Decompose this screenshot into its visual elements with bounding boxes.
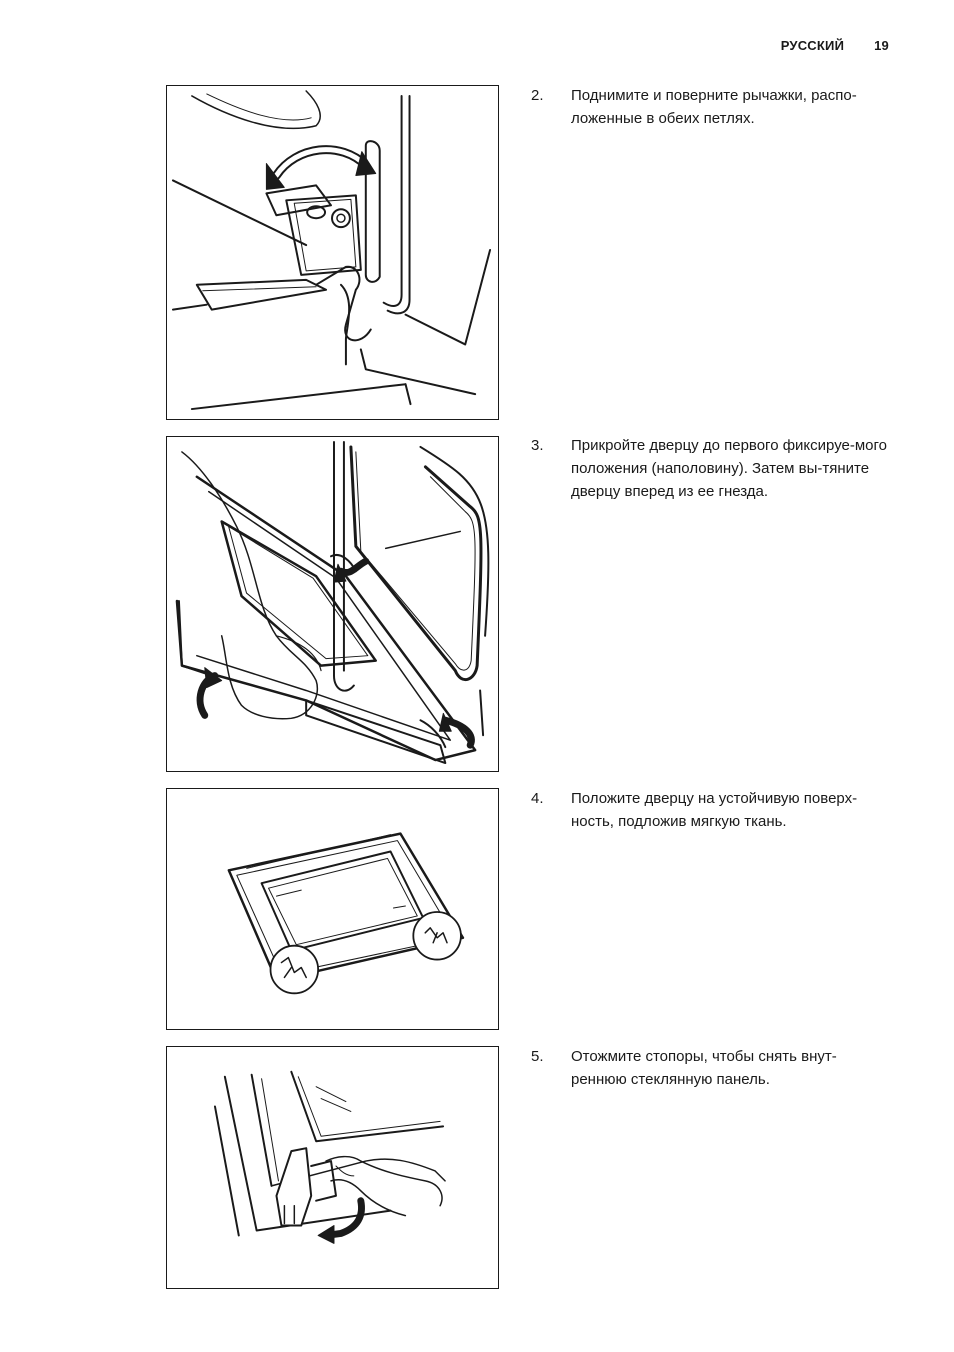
step-number: 4.: [531, 790, 544, 807]
language-label: РУССКИЙ: [780, 38, 845, 53]
step-2: 2. Поднимите и поверните рычажки, распо-…: [531, 84, 891, 130]
step-number: 2.: [531, 87, 544, 104]
step-text: Поднимите и поверните рычажки, распо-лож…: [571, 87, 857, 127]
press-stoppers-illustration: [213, 1070, 446, 1244]
figure-lay-door: [166, 788, 499, 1030]
step-text: Прикройте дверцу до первого фиксируе-мог…: [571, 437, 888, 500]
page-number: 19: [874, 38, 889, 53]
lay-door-illustration: [227, 832, 465, 995]
step-3: 3. Прикройте дверцу до первого фиксируе-…: [531, 434, 891, 503]
step-4: 4. Положите дверцу на устойчивую поверх-…: [531, 787, 891, 833]
hinge-lever-illustration: [171, 90, 492, 411]
step-text: Отожмите стопоры, чтобы снять внут-ренню…: [571, 1048, 837, 1088]
step-text: Положите дверцу на устойчивую поверх-нос…: [571, 790, 858, 830]
figure-hinge-lever: [166, 85, 499, 420]
step-number: 5.: [531, 1048, 544, 1065]
remove-door-illustration: [175, 440, 490, 765]
step-5: 5. Отожмите стопоры, чтобы снять внут-ре…: [531, 1045, 891, 1091]
step-number: 3.: [531, 437, 544, 454]
page-header: РУССКИЙ 19: [781, 38, 889, 53]
figure-remove-door: [166, 436, 499, 772]
figure-press-stoppers: [166, 1046, 499, 1289]
